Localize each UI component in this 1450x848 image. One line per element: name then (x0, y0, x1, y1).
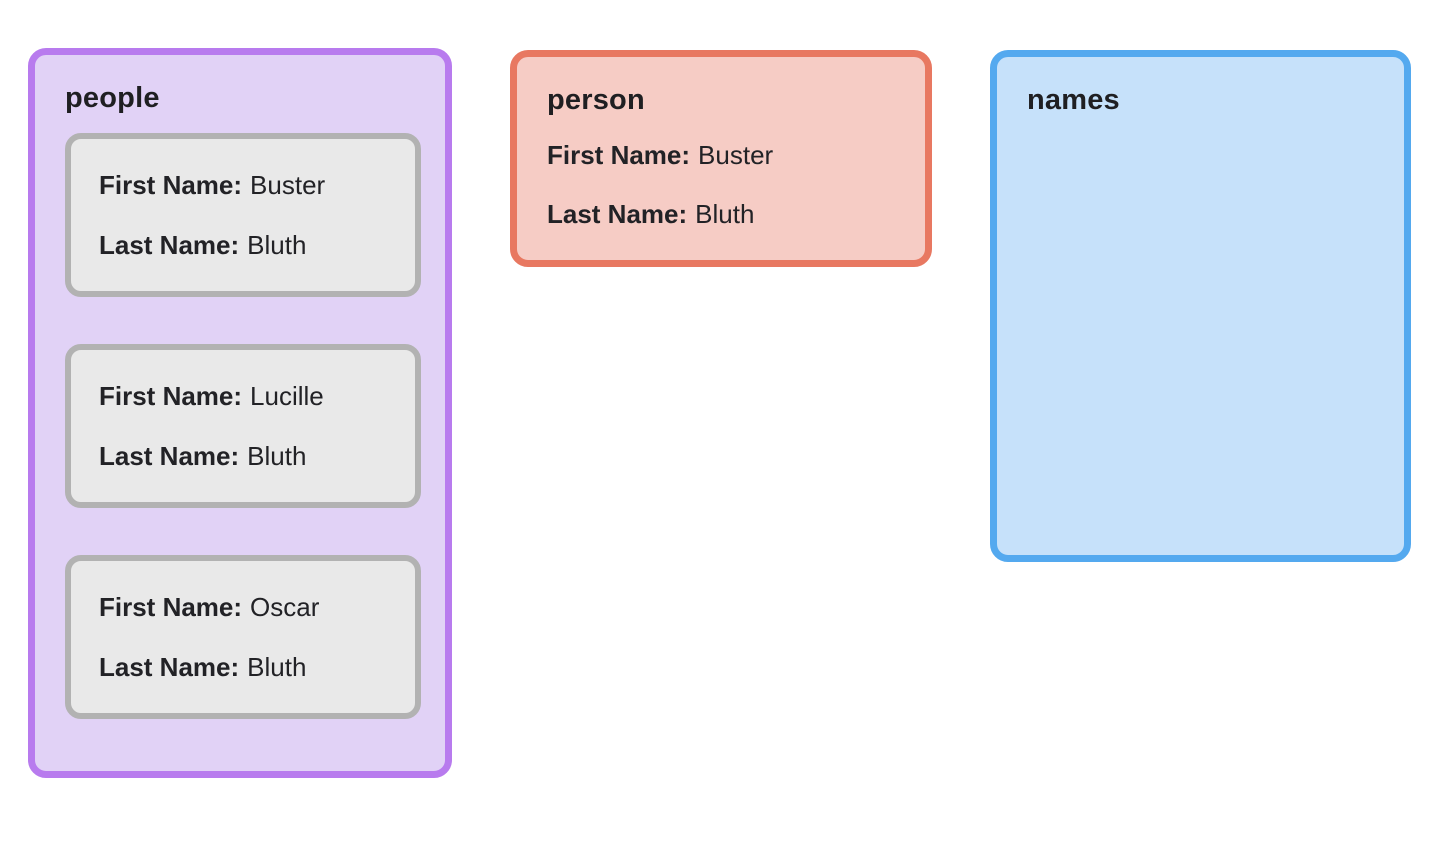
last-name-value: Bluth (247, 652, 307, 682)
names-title: names (1027, 84, 1120, 116)
last-name-label: Last Name: (99, 441, 240, 471)
first-name-label: First Name: (99, 170, 243, 200)
first-name-label: First Name: (547, 140, 691, 170)
first-name-value: Buster (698, 140, 774, 170)
last-name-label: Last Name: (99, 230, 240, 260)
last-name-line: Last Name:Bluth (547, 198, 895, 230)
people-box: people First Name:Buster Last Name:Bluth… (28, 48, 452, 778)
last-name-value: Bluth (695, 199, 755, 229)
last-name-value: Bluth (247, 441, 307, 471)
first-name-line: First Name:Buster (99, 169, 387, 201)
people-title: people (65, 82, 160, 114)
names-box: names (990, 50, 1411, 562)
person-card-lucille: First Name:Lucille Last Name:Bluth (65, 344, 421, 508)
person-box: person First Name:Buster Last Name:Bluth (510, 50, 932, 267)
last-name-line: Last Name:Bluth (99, 440, 387, 472)
first-name-value: Buster (250, 170, 326, 200)
last-name-line: Last Name:Bluth (99, 229, 387, 261)
last-name-value: Bluth (247, 230, 307, 260)
person-card-oscar: First Name:Oscar Last Name:Bluth (65, 555, 421, 719)
first-name-label: First Name: (99, 592, 243, 622)
first-name-value: Lucille (250, 381, 324, 411)
last-name-line: Last Name:Bluth (99, 651, 387, 683)
first-name-line: First Name:Lucille (99, 380, 387, 412)
last-name-label: Last Name: (99, 652, 240, 682)
first-name-value: Oscar (250, 592, 320, 622)
last-name-label: Last Name: (547, 199, 688, 229)
person-title: person (547, 84, 645, 116)
person-card-buster: First Name:Buster Last Name:Bluth (65, 133, 421, 297)
first-name-line: First Name:Oscar (99, 591, 387, 623)
first-name-label: First Name: (99, 381, 243, 411)
first-name-line: First Name:Buster (547, 139, 895, 171)
